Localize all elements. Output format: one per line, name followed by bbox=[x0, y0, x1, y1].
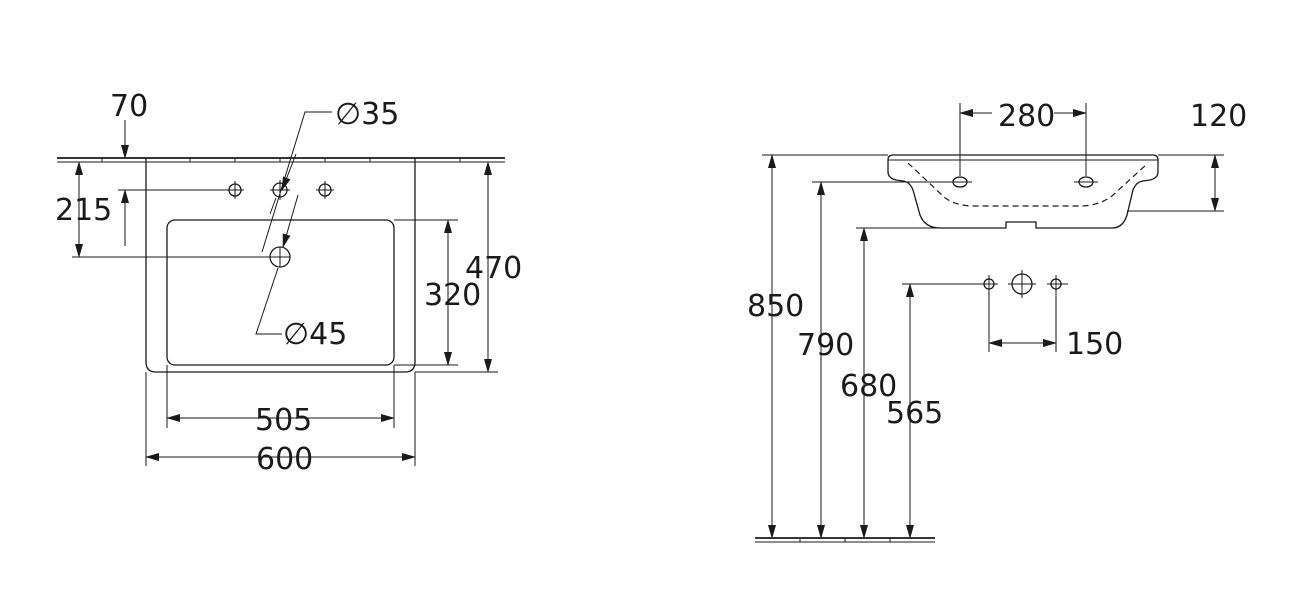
top-view: 70 215 ∅35 ∅45 bbox=[55, 89, 522, 477]
dim-470-label: 470 bbox=[465, 251, 522, 286]
dimension-470: 470 bbox=[415, 161, 522, 373]
dimension-600: 600 bbox=[145, 372, 416, 477]
dim-150-label: 150 bbox=[1066, 327, 1123, 362]
diameter-symbol: ∅ bbox=[283, 317, 309, 352]
dimension-280: 280 bbox=[959, 99, 1087, 176]
dim-215-label: 215 bbox=[55, 193, 112, 228]
dimension-790: 790 bbox=[797, 181, 953, 539]
floor-line bbox=[755, 537, 935, 543]
diameter-symbol: ∅ bbox=[335, 97, 361, 132]
connection-hole-left bbox=[980, 275, 998, 293]
dimension-505: 505 bbox=[166, 365, 395, 438]
dim-565-label: 565 bbox=[886, 396, 943, 431]
connection-hole-right bbox=[1047, 275, 1068, 293]
waste-hole bbox=[269, 246, 291, 268]
dimension-150: 150 bbox=[988, 292, 1123, 362]
dimension-850: 850 bbox=[747, 154, 888, 539]
svg-text:∅35: ∅35 bbox=[335, 97, 399, 132]
tap-hole-center bbox=[270, 180, 290, 200]
diameter-35-leader: ∅35 bbox=[261, 97, 399, 253]
basin-side-outline bbox=[887, 154, 1159, 229]
basin-outline bbox=[145, 158, 416, 373]
side-view: 280 120 850 790 bbox=[747, 99, 1247, 543]
dimension-565: 565 bbox=[886, 283, 980, 539]
connection-hole-center bbox=[1008, 270, 1036, 298]
dim-70-label: 70 bbox=[110, 89, 148, 124]
dim-790-label: 790 bbox=[797, 328, 854, 363]
tap-hole-right bbox=[316, 181, 334, 199]
side-tap-hole-right bbox=[1074, 176, 1098, 188]
wall-line-top bbox=[57, 157, 505, 163]
svg-text:∅45: ∅45 bbox=[283, 317, 347, 352]
dim-320-label: 320 bbox=[424, 278, 481, 313]
bowl-hidden-contour bbox=[907, 162, 1149, 207]
dim-45-label: 45 bbox=[309, 317, 347, 352]
dimension-120: 120 bbox=[1127, 99, 1247, 212]
dim-35-label: 35 bbox=[361, 97, 399, 132]
dimension-680: 680 bbox=[840, 227, 940, 539]
dimension-70: 70 bbox=[110, 89, 228, 246]
dim-505-label: 505 bbox=[255, 403, 312, 438]
dim-120-label: 120 bbox=[1190, 99, 1247, 134]
basin-bowl bbox=[166, 219, 395, 366]
dim-680-label: 680 bbox=[840, 369, 897, 404]
dimension-215: 215 bbox=[55, 161, 270, 258]
dim-850-label: 850 bbox=[747, 289, 804, 324]
dim-280-label: 280 bbox=[998, 99, 1055, 134]
diameter-45-leader: ∅45 bbox=[255, 194, 347, 352]
tap-hole-left bbox=[226, 181, 244, 199]
dimension-320: 320 bbox=[394, 219, 481, 366]
dim-600-label: 600 bbox=[256, 442, 313, 477]
